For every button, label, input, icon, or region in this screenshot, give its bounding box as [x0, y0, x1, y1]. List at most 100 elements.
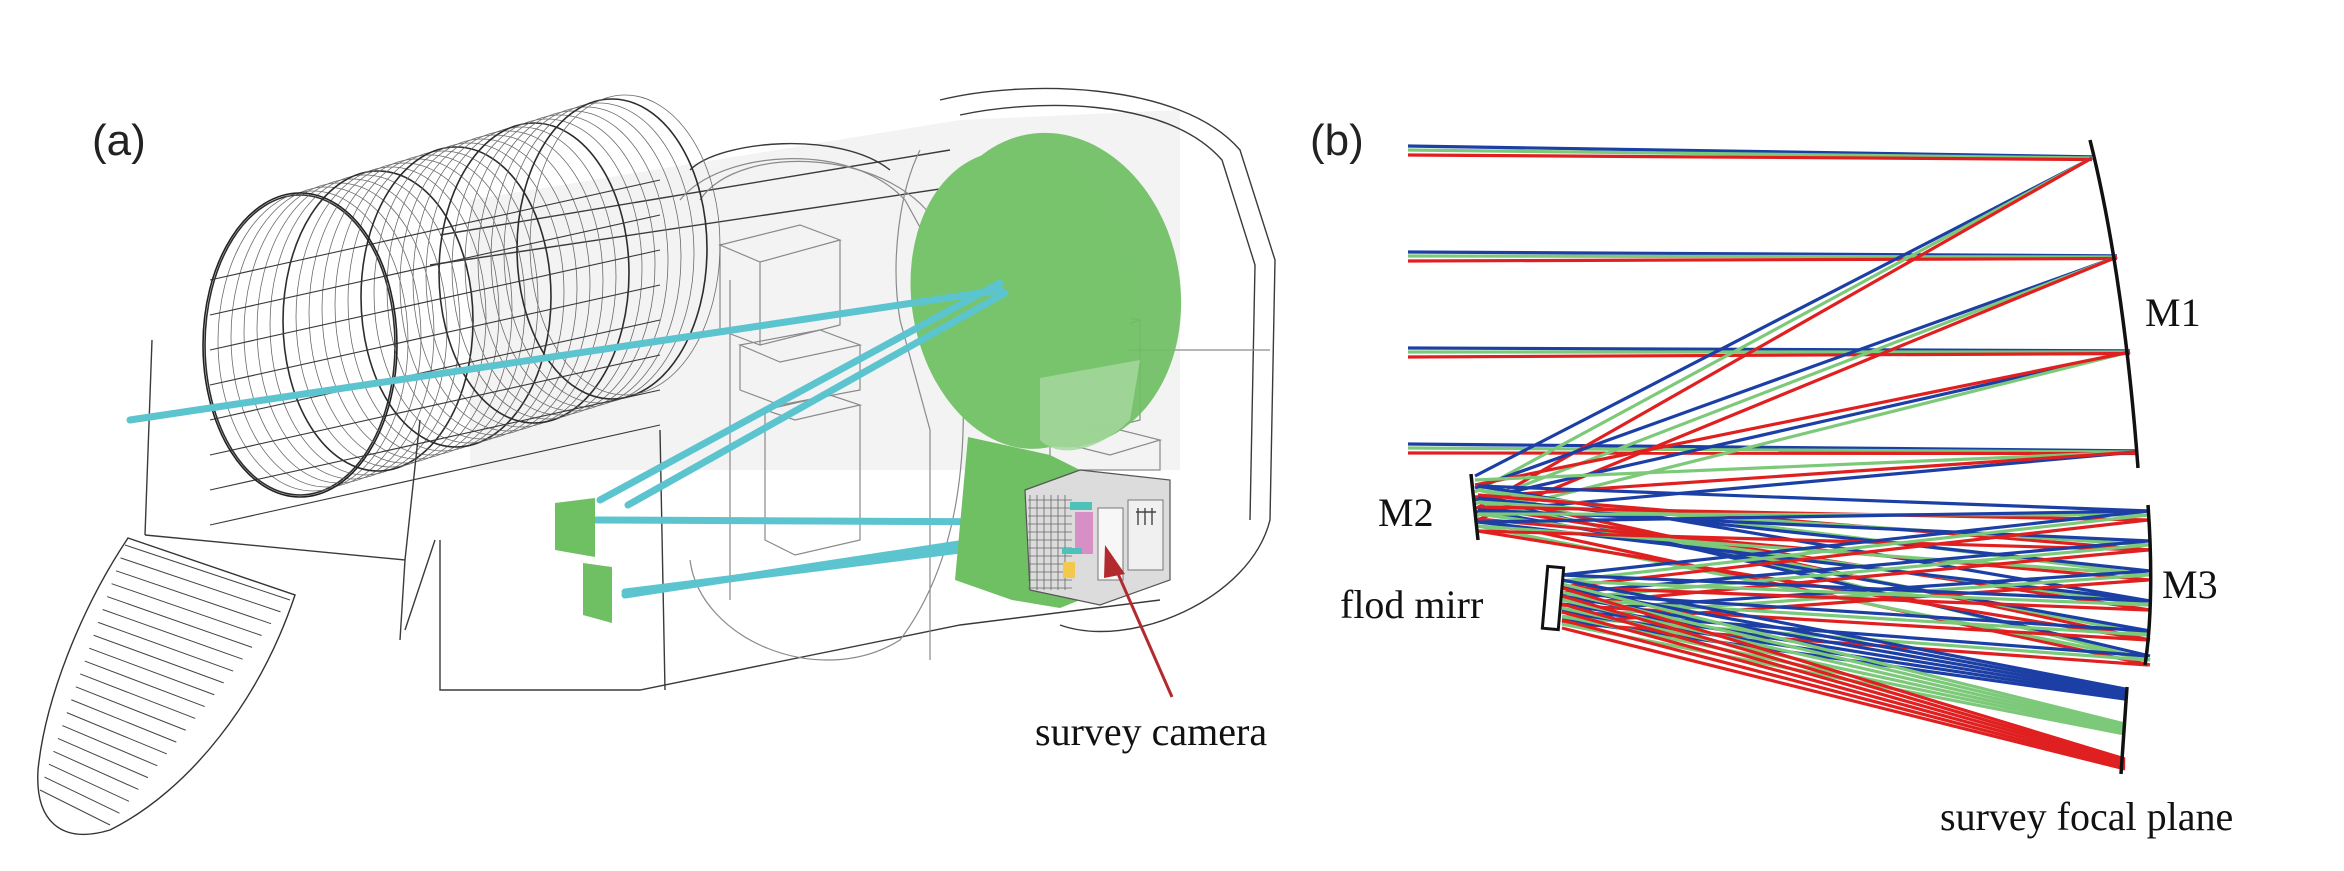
- survey-camera-label: survey camera: [1035, 709, 1267, 754]
- baffle-ring: [516, 98, 708, 400]
- ray-incoming: [1407, 442, 2137, 453]
- focal-plane-label: survey focal plane: [1940, 794, 2233, 839]
- ray-fold-focal: [1561, 602, 2126, 765]
- baffle-ring: [217, 190, 409, 492]
- door-slat: [89, 647, 215, 696]
- baffle-ring: [204, 194, 396, 496]
- ray-incoming: [1407, 254, 2118, 259]
- panel-b: (b) M1 M2 M3 flod mirr survey focal plan…: [1310, 116, 2233, 839]
- ray-m3-fold: [1561, 603, 2149, 642]
- secondary-mirrors: [555, 498, 612, 623]
- panel-b-label: (b): [1310, 116, 1364, 165]
- baffle-ring: [451, 118, 643, 420]
- ray-fold-focal: [1561, 586, 2126, 693]
- ray-trace: [1407, 144, 2151, 771]
- ray-m2-m3: [1477, 484, 2151, 513]
- ray-incoming: [1407, 451, 2137, 456]
- baffle-ring: [230, 186, 422, 488]
- ray-fold-focal: [1561, 626, 2126, 771]
- ray-m1-m2: [1474, 255, 2118, 490]
- door-slat: [48, 763, 130, 802]
- door-slat: [124, 544, 291, 601]
- sunshade-baffle: [202, 94, 721, 526]
- ray-fold-focal: [1561, 606, 2126, 732]
- door-slat: [80, 673, 196, 719]
- ray-m3-fold: [1561, 579, 2149, 607]
- ray-m3-fold: [1561, 573, 2149, 603]
- baffle-rib: [209, 389, 661, 491]
- ray-incoming: [1407, 346, 2131, 353]
- ray-m1-m2: [1474, 156, 2093, 494]
- fold-mirror-label: flod mirr: [1340, 582, 1483, 627]
- ray-incoming: [1407, 144, 2093, 159]
- ray-m1-m2: [1474, 156, 2093, 478]
- m2-label: M2: [1378, 490, 1434, 535]
- baffle-ring: [347, 150, 539, 452]
- ray-fold-focal: [1561, 582, 2126, 726]
- door-outline: [37, 537, 296, 835]
- door-slat: [66, 712, 168, 755]
- baffle-ring: [334, 154, 526, 456]
- door-slat: [84, 660, 205, 708]
- ray-incoming: [1407, 250, 2118, 258]
- ray-m3-fold: [1561, 513, 2149, 583]
- ray-m3-fold: [1561, 509, 2149, 577]
- ray-m2-m3: [1477, 529, 2151, 552]
- baffle-ring: [386, 138, 578, 440]
- baffle-ring: [256, 178, 448, 480]
- door-slat: [53, 750, 139, 790]
- door-slat: [93, 634, 224, 684]
- ray-m2-m3: [1477, 512, 2151, 517]
- fold-mirror: [1540, 564, 1566, 632]
- baffle-ring: [282, 170, 474, 472]
- baffle-ring: [360, 146, 552, 448]
- baffle-ring: [438, 122, 630, 424]
- ray-incoming: [1407, 256, 2118, 263]
- baffle-rib: [209, 214, 661, 316]
- ray-fold-focal: [1561, 578, 2126, 691]
- baffle-front-rim: [202, 192, 398, 498]
- ray-fold-focal: [1561, 594, 2126, 695]
- door-slat: [102, 609, 243, 660]
- baffle-ring: [477, 110, 669, 412]
- door-slat: [39, 789, 111, 826]
- ray-fold-focal: [1561, 590, 2126, 728]
- baffle-mount: [144, 339, 421, 641]
- ray-fold-focal: [1561, 586, 2126, 761]
- baffle-rib: [209, 319, 661, 421]
- door-slat: [71, 699, 177, 743]
- service-module-body: [404, 87, 1276, 691]
- survey-camera: [1024, 469, 1171, 606]
- door-slat: [75, 686, 186, 731]
- door-slat: [120, 557, 281, 613]
- survey-camera-arrow: [1104, 545, 1174, 698]
- baffle-ring: [243, 182, 435, 484]
- ray-fold-focal: [1561, 618, 2126, 769]
- baffle-ring: [425, 126, 617, 428]
- door-slat: [97, 621, 234, 672]
- focal-plane: [2119, 686, 2129, 775]
- mirror-m1: [2088, 139, 2140, 469]
- door-slat: [106, 596, 253, 648]
- door-slat: [111, 583, 262, 636]
- m3-label: M3: [2162, 562, 2218, 607]
- mirror-m3: [2143, 504, 2153, 666]
- ray-m1-m2: [1474, 350, 2131, 487]
- baffle-ring: [308, 162, 500, 464]
- baffle-ring: [529, 94, 721, 396]
- door-slat: [62, 725, 158, 767]
- door-slat: [57, 737, 149, 779]
- ray-incoming: [1407, 351, 2131, 359]
- baffle-ring: [295, 166, 487, 468]
- ray-fold-focal: [1561, 598, 2126, 730]
- primary-mirror: [910, 132, 1182, 451]
- door-slat: [44, 776, 120, 814]
- ray-fold-focal: [1561, 610, 2126, 767]
- baffle-ring: [412, 130, 604, 432]
- ray-fold-focal: [1561, 602, 2126, 697]
- ray-incoming: [1407, 153, 2093, 162]
- m1-label: M1: [2145, 290, 2201, 335]
- baffle-ring: [464, 114, 656, 416]
- baffle-rib: [209, 424, 661, 526]
